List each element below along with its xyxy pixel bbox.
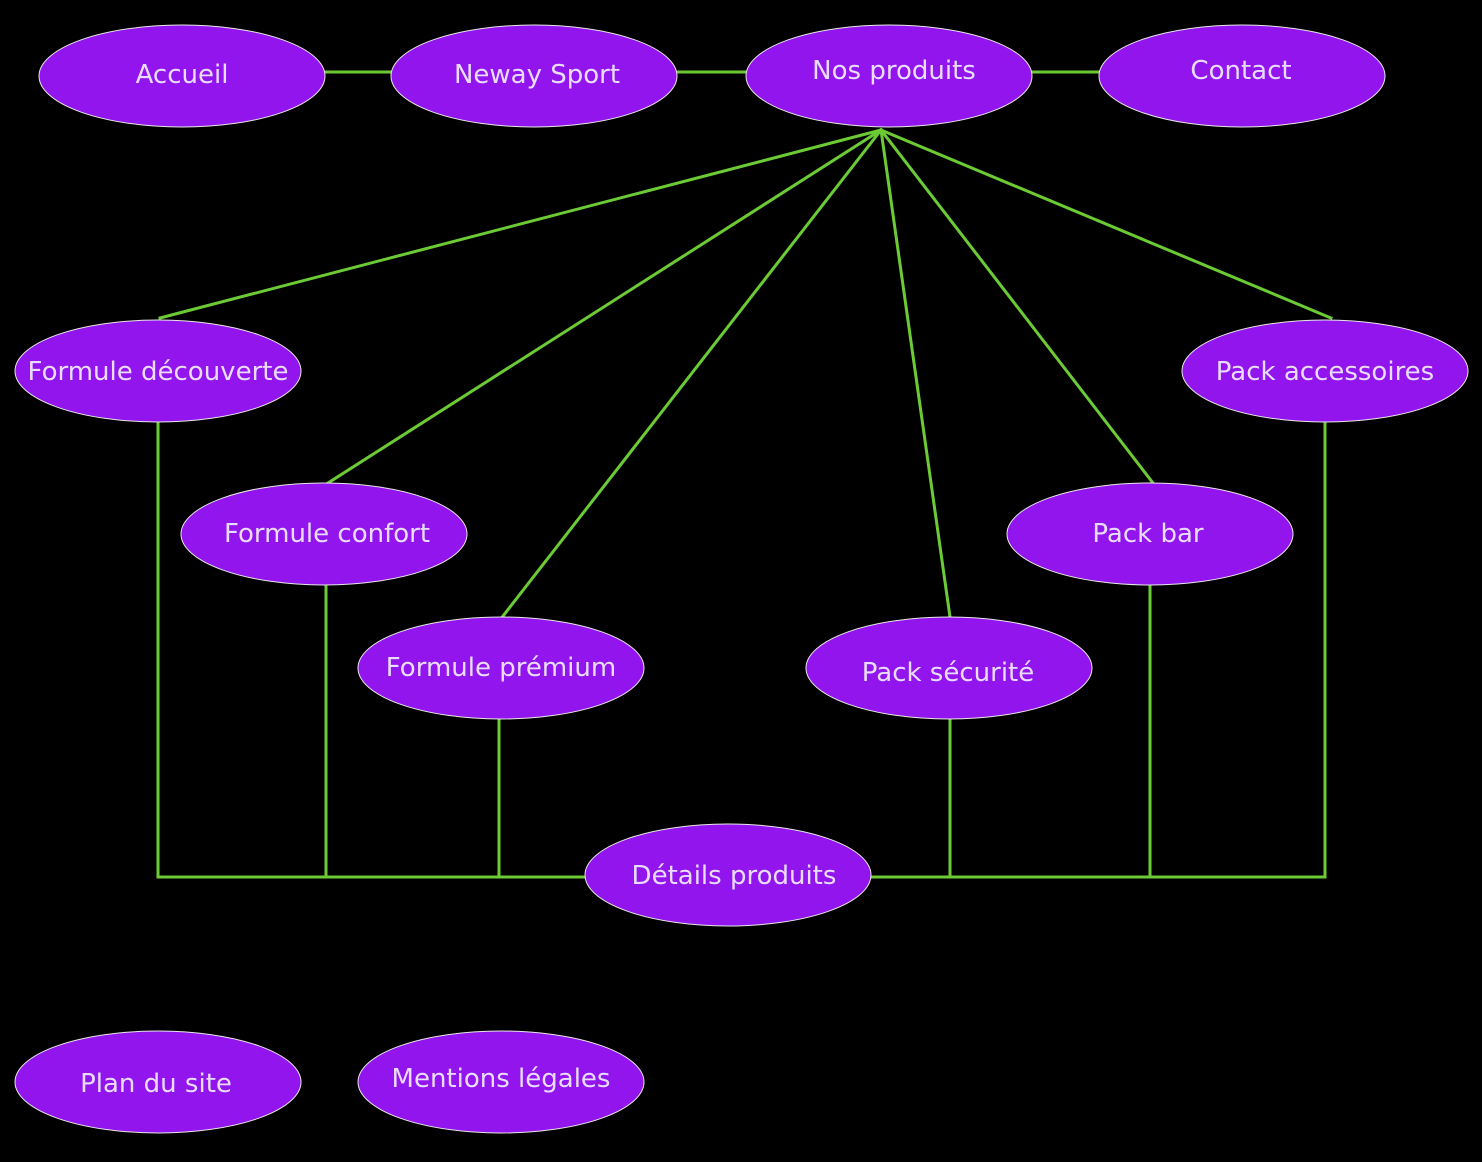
node-formule-premium-label: Formule prémium [386,653,616,683]
edge-nos-produits-pack-securite [879,128,952,619]
node-details-produits-label: Détails produits [632,861,837,891]
node-mentions-legales-label: Mentions légales [392,1064,611,1094]
node-neway-sport-label: Neway Sport [454,60,620,90]
edge-nos-produits-formule-decouverte [158,128,883,320]
node-nos-produits-label: Nos produits [812,56,976,86]
node-pack-accessoires-label: Pack accessoires [1216,357,1434,387]
node-pack-accessoires[interactable]: Pack accessoires [1181,319,1469,423]
node-details-produits-shape [584,823,872,927]
node-pack-securite[interactable]: Pack sécurité [805,616,1093,720]
node-nos-produits[interactable]: Nos produits [745,24,1033,128]
node-neway-sport-shape [390,24,678,128]
node-accueil-shape [38,24,326,128]
node-mentions-legales[interactable]: Mentions légales [357,1030,645,1134]
edge-nos-produits-pack-bar [878,127,1156,486]
node-formule-premium-shape [357,616,645,720]
node-pack-securite-label: Pack sécurité [862,658,1034,688]
node-formule-confort-label: Formule confort [224,519,430,549]
node-plan-du-site-label: Plan du site [80,1069,232,1099]
node-contact-shape [1098,24,1386,128]
node-details-produits[interactable]: Détails produits [584,823,872,927]
edge-nos-produits-formule-confort [325,127,884,486]
node-formule-confort-shape [180,482,468,586]
node-formule-premium[interactable]: Formule prémium [357,616,645,720]
node-pack-bar[interactable]: Pack bar [1006,482,1294,586]
node-contact[interactable]: Contact [1098,24,1386,128]
edges [156,70,1333,879]
node-neway-sport[interactable]: Neway Sport [390,24,678,128]
node-pack-bar-label: Pack bar [1092,519,1203,549]
node-formule-decouverte-label: Formule découverte [28,357,289,387]
node-accueil[interactable]: Accueil [38,24,326,128]
edge-nos-produits-pack-accessoires [879,128,1333,320]
node-plan-du-site[interactable]: Plan du site [14,1030,302,1134]
node-formule-confort[interactable]: Formule confort [180,482,468,586]
node-pack-securite-shape [805,616,1093,720]
node-formule-decouverte-shape [14,319,302,423]
node-contact-label: Contact [1190,56,1291,86]
nodes: Accueil Neway Sport Nos produits Contact… [14,24,1469,1134]
node-mentions-legales-shape [357,1030,645,1134]
node-pack-bar-shape [1006,482,1294,586]
node-formule-decouverte[interactable]: Formule découverte [14,319,302,423]
node-pack-accessoires-shape [1181,319,1469,423]
edge-nos-produits-formule-premium [500,127,884,619]
node-plan-du-site-shape [14,1030,302,1134]
node-nos-produits-shape [745,24,1033,128]
node-accueil-label: Accueil [136,60,229,90]
